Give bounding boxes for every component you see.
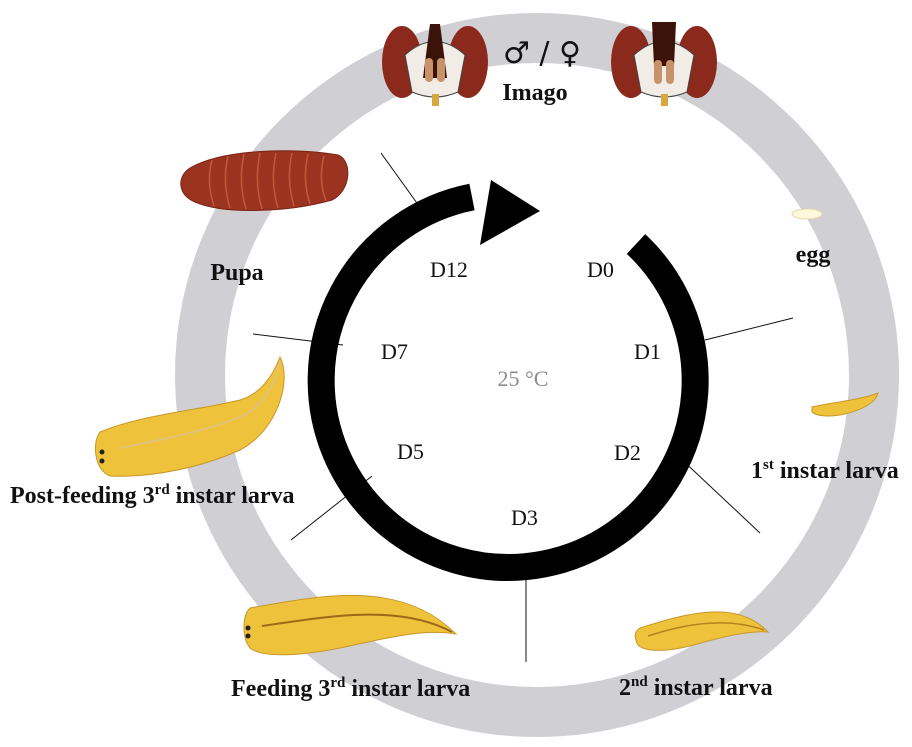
stage-label-feeding-third-instar: Feeding 3rd instar larva <box>231 675 470 702</box>
day-label-d2: D2 <box>614 440 641 465</box>
stage-label-egg: egg <box>796 242 831 268</box>
day-label-d0: D0 <box>587 257 614 282</box>
stage-label-imago: Imago <box>502 80 567 106</box>
stage-label-pupa: Pupa <box>210 260 263 286</box>
day-label-d12: D12 <box>430 257 468 282</box>
stage-label-post-feeding-third-instar: Post-feeding 3rd instar larva <box>10 482 295 509</box>
pupa-icon <box>181 151 348 211</box>
cycle-arrowhead <box>480 180 540 245</box>
day-label-d3: D3 <box>511 505 538 530</box>
temperature-label: 25 °C <box>498 366 549 391</box>
day-label-d1: D1 <box>634 339 661 364</box>
day-label-d7: D7 <box>381 339 408 364</box>
stage-label-first-instar: 1st instar larva <box>751 457 899 484</box>
fly-head-female-icon <box>611 22 717 106</box>
sex-symbols: ♂ / ♀ <box>503 36 581 71</box>
egg-icon <box>792 209 822 219</box>
fly-head-male-icon <box>382 24 488 106</box>
day-label-d5: D5 <box>397 439 424 464</box>
divider-first-second <box>678 456 760 533</box>
larva-icon-feeding-third-instar <box>244 595 456 654</box>
divider-egg-first <box>705 318 793 340</box>
